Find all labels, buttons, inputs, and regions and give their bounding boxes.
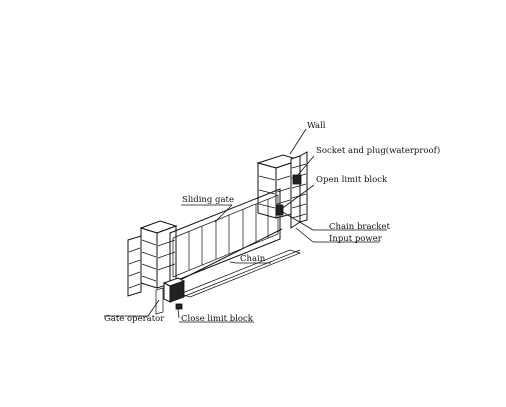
gate-operator	[155, 277, 186, 315]
label-input-power: Input power	[329, 234, 383, 244]
label-gate-operator: Gate operator	[104, 314, 165, 324]
label-socket: Socket and plug(waterproof)	[316, 145, 440, 156]
chain-line	[181, 228, 283, 280]
socket-box	[292, 174, 302, 185]
close-limit-block	[175, 303, 183, 310]
label-open-limit: Open limit block	[316, 175, 388, 185]
label-chain: Chain	[240, 254, 266, 264]
leader-lines	[104, 128, 387, 323]
label-close-limit: Close limit block	[181, 314, 254, 324]
label-wall: Wall	[307, 121, 326, 131]
sliding-gate	[169, 188, 281, 284]
chain-bracket	[275, 204, 284, 216]
label-chain-bracket: Chain bracket	[329, 222, 390, 232]
label-sliding-gate: Sliding gate	[182, 195, 234, 205]
right-wall	[256, 151, 308, 229]
ground-track	[174, 249, 302, 301]
